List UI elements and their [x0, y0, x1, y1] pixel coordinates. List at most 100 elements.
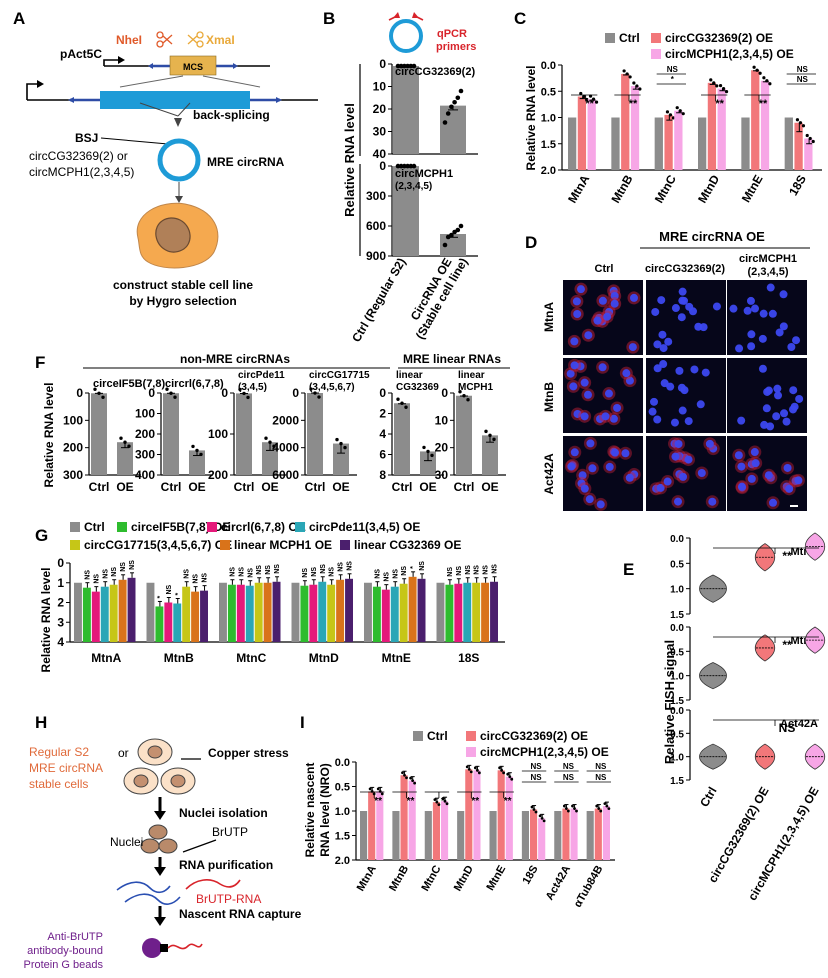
i-point: [540, 816, 544, 820]
c-point: [795, 118, 800, 122]
f-ytick-label: 0: [379, 386, 386, 400]
panel-g-ylabel: Relative RNA level: [39, 568, 53, 673]
b-ytick-label: 20: [373, 102, 387, 116]
i-point: [473, 766, 477, 770]
e-sig-label: NS: [779, 721, 796, 735]
c-cat-label: MtnB: [608, 172, 635, 205]
primer-2-head: [412, 12, 419, 18]
f-subplot-title: circrl(6,7,8): [165, 378, 224, 390]
c-cat-label: MtnC: [652, 172, 679, 205]
e-ytick-label: 0.5: [670, 647, 684, 658]
promoter-arrow-2: [26, 83, 37, 100]
b-bar: [393, 66, 419, 154]
g-sig-label: NS: [492, 564, 499, 574]
g-bar: [336, 579, 345, 642]
b-point: [395, 63, 401, 69]
f-point: [272, 444, 276, 448]
g-bar: [399, 583, 408, 642]
xmai-label: XmaI: [206, 33, 235, 47]
panel-label-e: E: [623, 560, 634, 579]
micro-nucleus: [789, 405, 798, 414]
bsj-pointer: [100, 137, 169, 145]
c-bar: [621, 73, 630, 170]
f-subplot-title: circCG17715: [309, 370, 370, 381]
mcs-label: MCS: [183, 62, 203, 72]
micro-nucleus: [653, 340, 662, 349]
c-bar: [664, 114, 673, 170]
panel-label-c: C: [514, 9, 526, 28]
i-cat-label: MtnC: [419, 863, 443, 893]
row-mtnb: MtnB: [542, 382, 556, 412]
micro-nucleus: [794, 476, 803, 485]
i-sig-bracket: [489, 791, 514, 798]
f-point: [335, 437, 339, 442]
g-sig-label: NS: [111, 567, 118, 577]
micro-nucleus: [712, 302, 721, 311]
g-ytick-label: 0: [57, 556, 64, 570]
c-sig-label: **: [715, 98, 724, 110]
splice-line-1: [177, 102, 191, 117]
f-cat-label: Ctrl: [161, 480, 182, 494]
nuclei-icons: [140, 824, 178, 854]
circrna-ring: [157, 138, 201, 182]
micro-nucleus: [690, 365, 699, 374]
g-bar: [155, 606, 164, 642]
micro-nucleus: [772, 412, 781, 421]
micro-nucleus: [773, 384, 782, 393]
g-sig-label: *: [157, 595, 164, 598]
micro-nucleus: [580, 412, 589, 421]
f-subplot-title: linear: [458, 370, 485, 381]
h-nuclei-label: Nuclei: [110, 835, 143, 849]
f-point: [195, 448, 199, 453]
h-brutp-arrow: [182, 839, 217, 853]
micro-nucleus: [769, 498, 778, 507]
micro-nucleus: [779, 322, 788, 331]
g-bar: [191, 591, 200, 642]
g-bar: [82, 587, 91, 642]
g-sig-label: NS: [184, 569, 191, 579]
b-bar: [393, 166, 419, 256]
b-ytick-label: 10: [373, 80, 387, 94]
f-subplot-title: linear: [396, 370, 423, 381]
i-sig-label: **: [374, 796, 382, 807]
c-point: [798, 121, 803, 125]
g-bar: [200, 590, 208, 642]
micro-nucleus: [570, 361, 579, 370]
f-subplot-title-2: CG32369: [396, 382, 439, 393]
g-bar: [309, 584, 318, 642]
c-point: [625, 72, 629, 76]
legend-g-swatch: [340, 540, 350, 550]
g-sig-label: NS: [383, 572, 390, 582]
panel-label-a: A: [13, 9, 25, 28]
g-sig-label: NS: [265, 565, 272, 575]
c-point: [709, 78, 713, 82]
i-sig-label: NS: [531, 762, 543, 771]
i-bar: [505, 776, 513, 860]
i-cat-label: MtnD: [452, 863, 476, 893]
g-sig-label: NS: [202, 573, 209, 583]
i-point: [437, 803, 441, 807]
g-bar: [118, 579, 127, 642]
f-bar: [333, 443, 349, 475]
h-arrow-3-head: [154, 917, 166, 926]
panel-label-b: B: [323, 9, 335, 28]
f-point: [313, 391, 317, 395]
panel-i-ylabel-2: RNA level (NRO): [318, 763, 332, 857]
e-ytick-label: 1.0: [670, 753, 684, 764]
i-sig-label: **: [407, 796, 415, 807]
f-point: [400, 401, 404, 405]
b-ytick-label: 30: [373, 125, 387, 139]
i-point: [597, 807, 601, 810]
construct-flank-left-arrow: [68, 97, 74, 103]
f-cat-label: Ctrl: [234, 480, 255, 494]
f-cat-label: OE: [419, 480, 436, 494]
g-bar: [127, 577, 136, 642]
i-point: [571, 804, 574, 808]
micro-nucleus: [792, 336, 801, 345]
e-ytick-label: 0.0: [670, 623, 684, 634]
i-bar: [473, 770, 481, 860]
